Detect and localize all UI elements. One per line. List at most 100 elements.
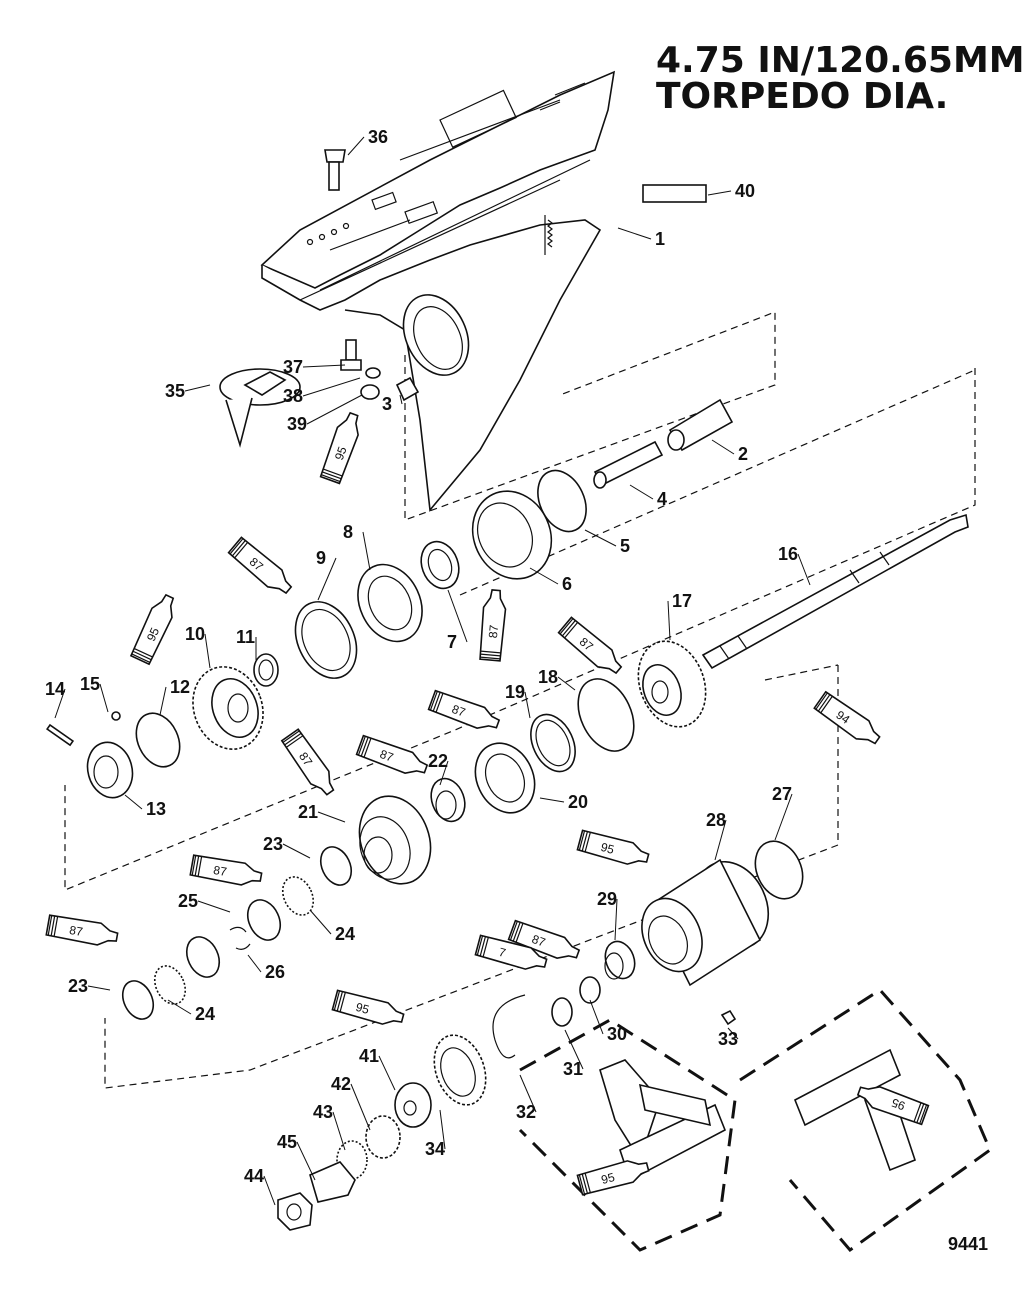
callout-25: 25 bbox=[178, 891, 198, 911]
callout-42: 42 bbox=[331, 1074, 351, 1094]
callout-leader bbox=[184, 384, 211, 392]
callout-leader bbox=[87, 985, 111, 991]
callout-26: 26 bbox=[265, 962, 285, 982]
sealant-tube-94: 94 bbox=[813, 690, 881, 745]
callout-leader bbox=[317, 557, 337, 601]
callout-23: 23 bbox=[68, 976, 88, 996]
title-line-1: 4.75 IN/120.65MM bbox=[656, 40, 1025, 81]
callout-leader bbox=[302, 364, 346, 368]
washer-23-upper bbox=[319, 846, 353, 886]
callout-leader bbox=[399, 394, 403, 405]
sealant-tube-95: 95 bbox=[576, 829, 650, 865]
callout-43: 43 bbox=[313, 1102, 333, 1122]
callout-37: 37 bbox=[283, 357, 303, 377]
callout-leader bbox=[263, 1175, 276, 1206]
pin-14 bbox=[46, 723, 75, 747]
forward-gear-17 bbox=[637, 640, 707, 728]
callout-leader bbox=[564, 1029, 584, 1070]
callout-leader bbox=[629, 484, 654, 500]
callout-leader bbox=[727, 1027, 739, 1040]
callout-9: 9 bbox=[316, 548, 326, 568]
callout-11: 11 bbox=[236, 627, 255, 647]
callout-40: 40 bbox=[735, 181, 755, 201]
callout-24: 24 bbox=[335, 924, 355, 944]
callout-leader bbox=[529, 567, 559, 585]
gear-housing bbox=[260, 70, 616, 512]
callout-leader bbox=[524, 691, 531, 719]
nut-44 bbox=[277, 1192, 313, 1231]
callout-34: 34 bbox=[425, 1139, 445, 1159]
sealant-tube-87: 87 bbox=[45, 914, 119, 946]
callout-leader bbox=[797, 553, 811, 586]
part-33 bbox=[720, 1009, 737, 1026]
callout-leader bbox=[447, 589, 468, 643]
callout-leader bbox=[707, 190, 732, 196]
callout-16: 16 bbox=[778, 544, 798, 564]
callout-4: 4 bbox=[657, 489, 667, 509]
callout-45: 45 bbox=[277, 1132, 297, 1152]
callout-leader bbox=[54, 688, 66, 719]
retainer-45 bbox=[309, 1161, 356, 1203]
callout-36: 36 bbox=[368, 127, 388, 147]
callout-31: 31 bbox=[563, 1059, 583, 1079]
shift-coupler-2 bbox=[667, 398, 734, 452]
callout-15: 15 bbox=[80, 674, 100, 694]
callout-35: 35 bbox=[165, 381, 185, 401]
callout-7: 7 bbox=[447, 632, 457, 652]
shift-shaft-4 bbox=[593, 440, 664, 489]
callout-5: 5 bbox=[620, 536, 630, 556]
pinion-gear-10 bbox=[192, 666, 264, 750]
seal-31 bbox=[551, 997, 573, 1027]
seal-9 bbox=[294, 601, 358, 679]
bearing-25-upper bbox=[246, 899, 282, 941]
bearing-25-lower bbox=[185, 936, 221, 978]
callout-33: 33 bbox=[718, 1029, 738, 1049]
snap-ring-32 bbox=[492, 994, 526, 1059]
sealant-tube-label: 95 bbox=[600, 1170, 617, 1187]
o-ring-18 bbox=[577, 678, 635, 752]
bearing-cup-21 bbox=[358, 795, 432, 885]
callout-22: 22 bbox=[428, 751, 448, 771]
callout-12: 12 bbox=[170, 677, 190, 697]
propeller-shaft-16 bbox=[701, 513, 969, 670]
bearing-11 bbox=[253, 653, 279, 687]
callout-leader bbox=[589, 999, 604, 1035]
o-ring-27 bbox=[754, 840, 804, 900]
callout-leader bbox=[350, 1083, 371, 1131]
sealant-tube-label: 7 bbox=[497, 945, 507, 960]
callout-leader bbox=[332, 1111, 346, 1151]
callout-leader bbox=[306, 394, 363, 425]
callout-13: 13 bbox=[146, 799, 166, 819]
retainer-26 bbox=[229, 926, 251, 950]
sealant-tube-87: 87 bbox=[427, 689, 501, 729]
callout-leader bbox=[347, 136, 365, 156]
callout-32: 32 bbox=[516, 1102, 536, 1122]
figure-id: 9441 bbox=[948, 1234, 988, 1254]
sealant-tube-95: 95 bbox=[856, 1086, 930, 1126]
sealant-tube-7: 7 bbox=[474, 934, 548, 970]
sealant-tube-label: 87 bbox=[450, 702, 468, 720]
callout-leader bbox=[539, 797, 565, 803]
callout-leader bbox=[197, 900, 231, 913]
sealant-tube-label: 95 bbox=[599, 840, 616, 857]
callout-41: 41 bbox=[359, 1046, 379, 1066]
sealant-tube-87: 87 bbox=[280, 728, 335, 796]
callout-leader bbox=[519, 1074, 537, 1113]
sealant-tube-87: 87 bbox=[355, 734, 429, 774]
detail-inset-right bbox=[793, 1048, 916, 1172]
callout-leader bbox=[378, 1055, 396, 1091]
sealant-tube-label: 87 bbox=[212, 863, 228, 879]
tab-washer-42 bbox=[365, 1115, 401, 1159]
sealant-tube-87: 87 bbox=[557, 616, 623, 675]
dashed-assembly-boundaries bbox=[64, 311, 992, 1253]
callout-21: 21 bbox=[298, 802, 318, 822]
sealant-tube-87: 87 bbox=[227, 536, 293, 595]
callout-leader bbox=[711, 439, 735, 455]
callout-leader bbox=[282, 843, 311, 859]
bearing-29 bbox=[604, 940, 636, 980]
sealant-tube-87: 87 bbox=[189, 854, 263, 886]
callout-14: 14 bbox=[45, 679, 65, 699]
bolt-36 bbox=[324, 149, 346, 191]
